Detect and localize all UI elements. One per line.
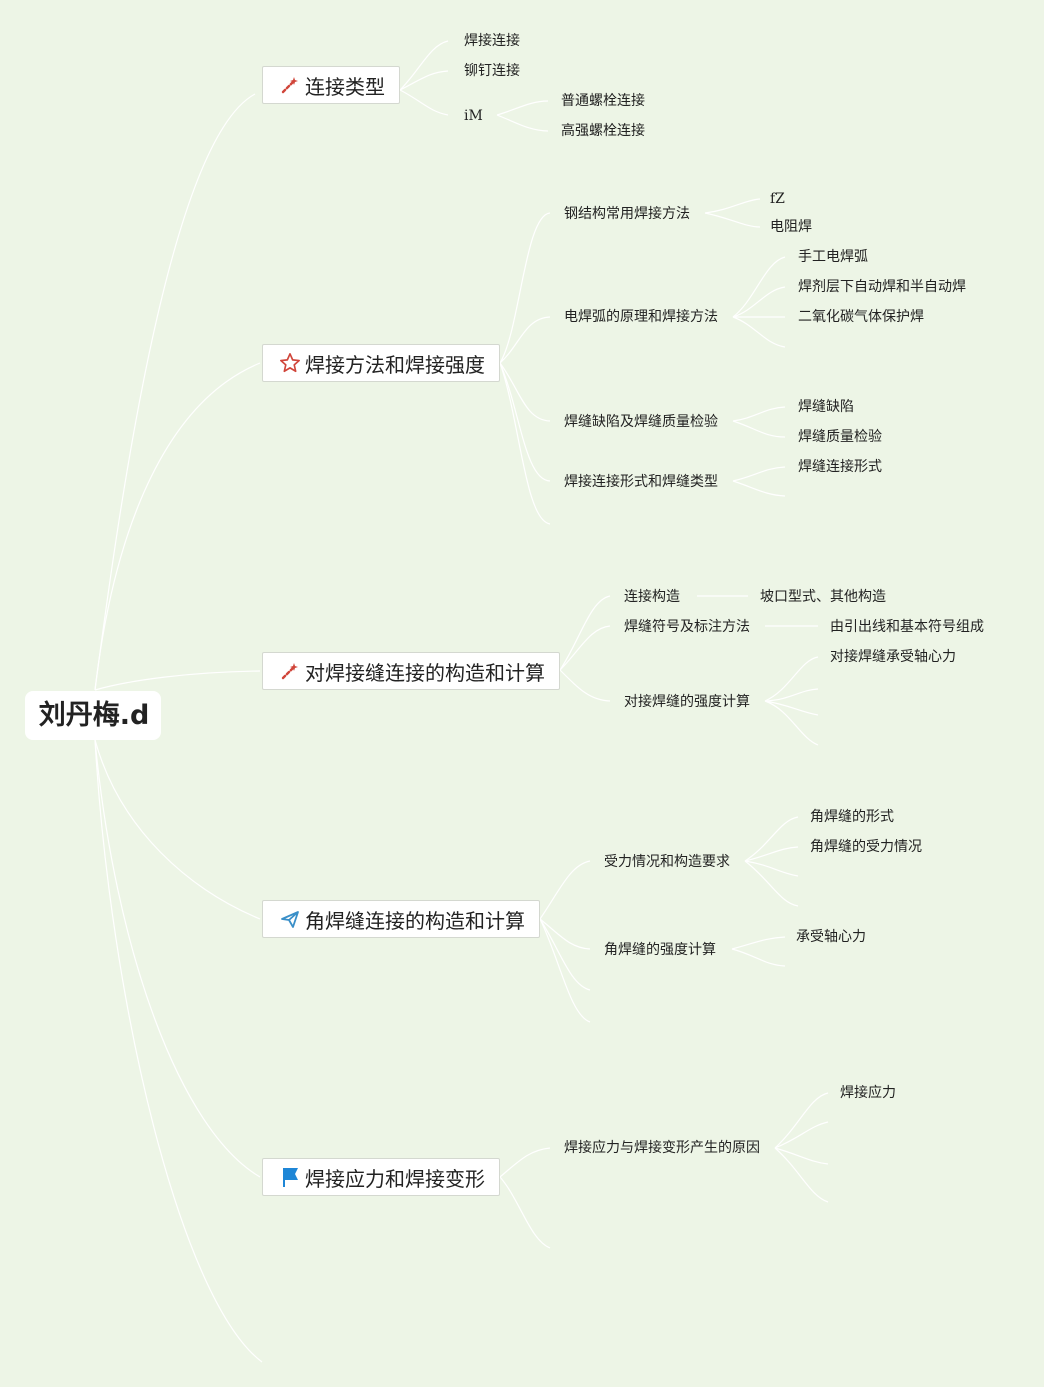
node-high-strength-bolt[interactable]: 高强螺栓连接: [561, 123, 645, 139]
flag-icon: [279, 1166, 301, 1188]
topic-welding-stress[interactable]: 焊接应力和焊接变形: [262, 1158, 500, 1196]
topic-welding-methods[interactable]: 焊接方法和焊接强度: [262, 344, 500, 382]
node-manual-arc[interactable]: 手工电焊弧: [798, 249, 868, 265]
node-groove-types[interactable]: 坡口型式、其他构造: [760, 589, 886, 605]
node-fillet-form[interactable]: 角焊缝的形式: [810, 809, 894, 825]
node-resistance-welding[interactable]: 电阻焊: [770, 219, 812, 235]
node-arc-principle[interactable]: 电焊弧的原理和焊接方法: [564, 309, 718, 325]
node-im[interactable]: iM: [464, 108, 483, 124]
node-weld-connection-forms[interactable]: 焊缝连接形式: [798, 459, 882, 475]
node-defects-inspection[interactable]: 焊缝缺陷及焊缝质量检验: [564, 414, 718, 430]
node-welding-stress[interactable]: 焊接应力: [840, 1085, 896, 1101]
topic-label: 角焊缝连接的构造和计算: [305, 908, 525, 933]
node-co2-shielded[interactable]: 二氧化碳气体保护焊: [798, 309, 924, 325]
node-fillet-strength[interactable]: 角焊缝的强度计算: [604, 942, 716, 958]
topic-label: 连接类型: [305, 74, 385, 99]
topic-fillet-weld[interactable]: 角焊缝连接的构造和计算: [262, 900, 540, 938]
node-weld-symbols[interactable]: 焊缝符号及标注方法: [624, 619, 750, 635]
topic-label: 焊接应力和焊接变形: [305, 1166, 485, 1191]
root-node[interactable]: 刘丹梅.d: [25, 691, 161, 740]
star-icon: [279, 352, 301, 374]
node-butt-axial-force[interactable]: 对接焊缝承受轴心力: [830, 649, 956, 665]
magic-wand-icon: [279, 74, 301, 96]
topic-label: 焊接方法和焊接强度: [305, 352, 485, 377]
topic-connection-types[interactable]: 连接类型: [262, 66, 400, 104]
paper-plane-icon: [279, 908, 301, 930]
node-quality-inspection[interactable]: 焊缝质量检验: [798, 429, 882, 445]
node-stress-causes[interactable]: 焊接应力与焊接变形产生的原因: [564, 1140, 760, 1156]
node-ordinary-bolt[interactable]: 普通螺栓连接: [561, 93, 645, 109]
node-fillet-force[interactable]: 角焊缝的受力情况: [810, 839, 922, 855]
node-leader-basic-symbol[interactable]: 由引出线和基本符号组成: [830, 619, 984, 635]
node-rivet-connection[interactable]: 铆钉连接: [464, 63, 520, 79]
node-fillet-axial-force[interactable]: 承受轴心力: [796, 929, 866, 945]
node-weld-connection[interactable]: 焊接连接: [464, 33, 520, 49]
topic-butt-weld[interactable]: 对焊接缝连接的构造和计算: [262, 652, 560, 690]
node-connection-forms-types[interactable]: 焊接连接形式和焊缝类型: [564, 474, 718, 490]
node-force-requirements[interactable]: 受力情况和构造要求: [604, 854, 730, 870]
node-fz[interactable]: fZ: [770, 191, 785, 207]
node-connection-detailing[interactable]: 连接构造: [624, 589, 680, 605]
node-common-welding-methods[interactable]: 钢结构常用焊接方法: [564, 206, 690, 222]
magic-wand-icon: [279, 660, 301, 682]
node-weld-defects[interactable]: 焊缝缺陷: [798, 399, 854, 415]
node-butt-strength[interactable]: 对接焊缝的强度计算: [624, 694, 750, 710]
topic-label: 对焊接缝连接的构造和计算: [305, 660, 545, 685]
node-submerged-arc[interactable]: 焊剂层下自动焊和半自动焊: [798, 279, 966, 295]
